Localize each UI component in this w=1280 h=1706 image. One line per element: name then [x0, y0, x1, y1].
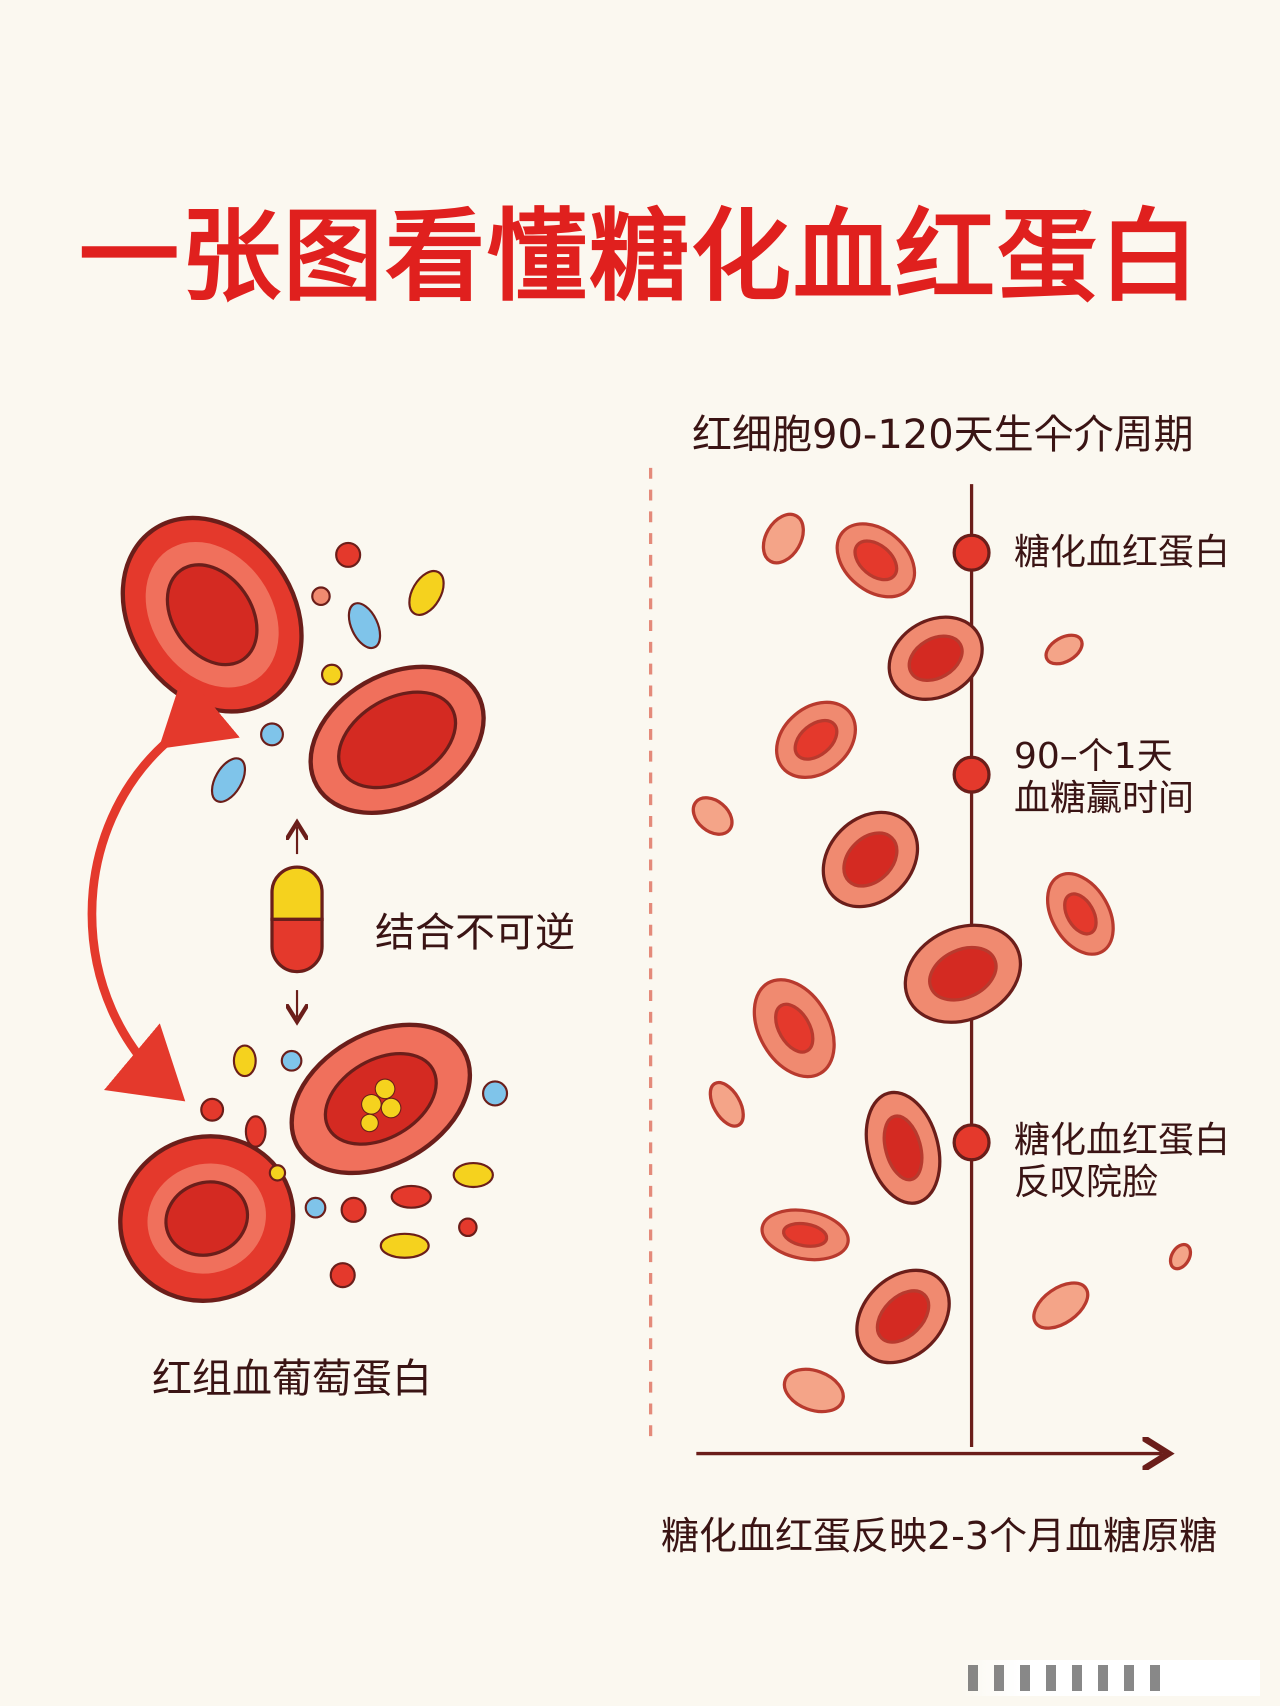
timeline-marker-3 — [952, 1123, 991, 1162]
page-title: 一张图看懂糖化血红蛋白 — [79, 198, 1201, 315]
timeline-label-2-line2: 血糖臝时间 — [1014, 778, 1195, 819]
right-cells — [691, 512, 1193, 1414]
timeline-label-3-line2: 反叹院脸 — [1014, 1162, 1159, 1203]
red-blood-cell-glycated — [289, 1022, 473, 1176]
bottom-caption: 糖化血红蛋反映2-3个月血糖原糖 — [661, 1514, 1218, 1558]
timeline-label-2-line1: 90–个1天 — [1014, 736, 1173, 777]
red-blood-cell-left-2 — [308, 664, 486, 816]
red-blood-cell-left-1 — [120, 515, 304, 714]
red-blood-cell-left-4 — [118, 1134, 296, 1303]
irreversible-binding-label: 结合不可逆 — [375, 910, 575, 956]
timeline-label-2: 90–个1天 血糖臝时间 — [1014, 736, 1194, 820]
watermark — [960, 1660, 1260, 1696]
timeline-marker-2 — [952, 755, 991, 794]
timeline-label-1: 糖化血红蛋白 — [1014, 532, 1230, 574]
cycle-arrow-icon — [87, 670, 240, 1102]
timeline-label-3-line1: 糖化血红蛋白 — [1014, 1120, 1231, 1161]
timeline-marker-1 — [952, 533, 991, 572]
timeline-label-3: 糖化血红蛋白 反叹院脸 — [1014, 1120, 1230, 1204]
pill-icon — [270, 865, 324, 974]
left-caption: 红组血葡萄蛋白 — [152, 1356, 432, 1402]
lifecycle-heading: 红细胞90-120天生仐介周期 — [692, 412, 1194, 458]
timeline-label-1-line1: 糖化血红蛋白 — [1014, 532, 1231, 573]
